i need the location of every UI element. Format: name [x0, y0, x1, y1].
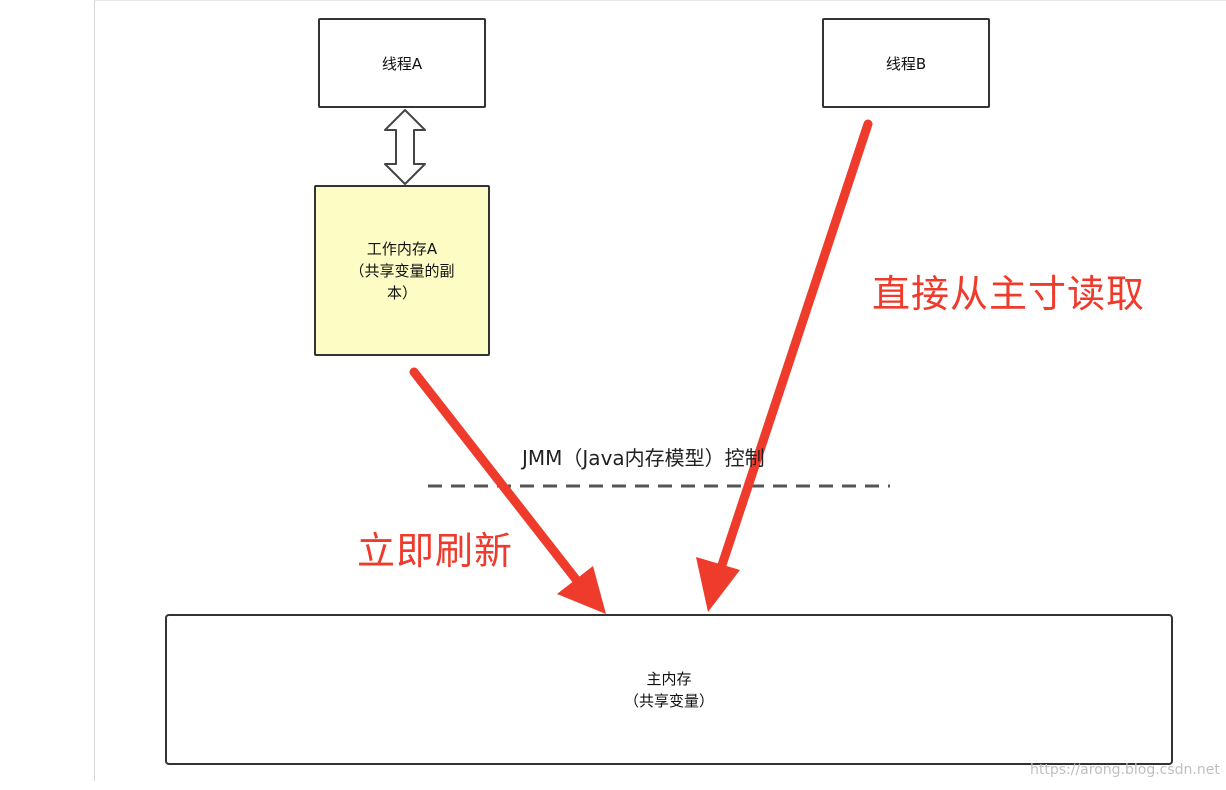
working-memory-subtitle: （共享变量的副本）	[349, 261, 455, 302]
flush-immediately-label: 立即刷新	[357, 529, 514, 573]
direct-read-label: 直接从主寸读取	[872, 272, 1146, 316]
main-memory-subtitle: （共享变量）	[623, 691, 714, 710]
frame-left-border	[94, 0, 95, 781]
red-arrow-icon	[409, 367, 606, 614]
double-headed-arrow-icon	[384, 109, 426, 185]
thread-a-label: 线程A	[381, 54, 423, 73]
working-memory-text: 工作内存A （共享变量的副本）	[347, 238, 457, 304]
frame-top-border	[94, 0, 1226, 1]
working-memory-title: 工作内存A	[366, 239, 438, 258]
thread-a-box: 线程A	[318, 18, 486, 108]
main-memory-title: 主内存	[646, 669, 692, 688]
thread-b-box: 线程B	[822, 18, 990, 108]
working-memory-a-box: 工作内存A （共享变量的副本）	[314, 185, 490, 356]
jmm-control-label: JMM（Java内存模型）控制	[522, 446, 765, 470]
red-arrow-icon	[696, 119, 873, 612]
watermark-url: https://arong.blog.csdn.net	[1030, 762, 1220, 778]
thread-b-label: 线程B	[885, 54, 927, 73]
main-memory-box: 主内存 （共享变量）	[165, 614, 1173, 765]
